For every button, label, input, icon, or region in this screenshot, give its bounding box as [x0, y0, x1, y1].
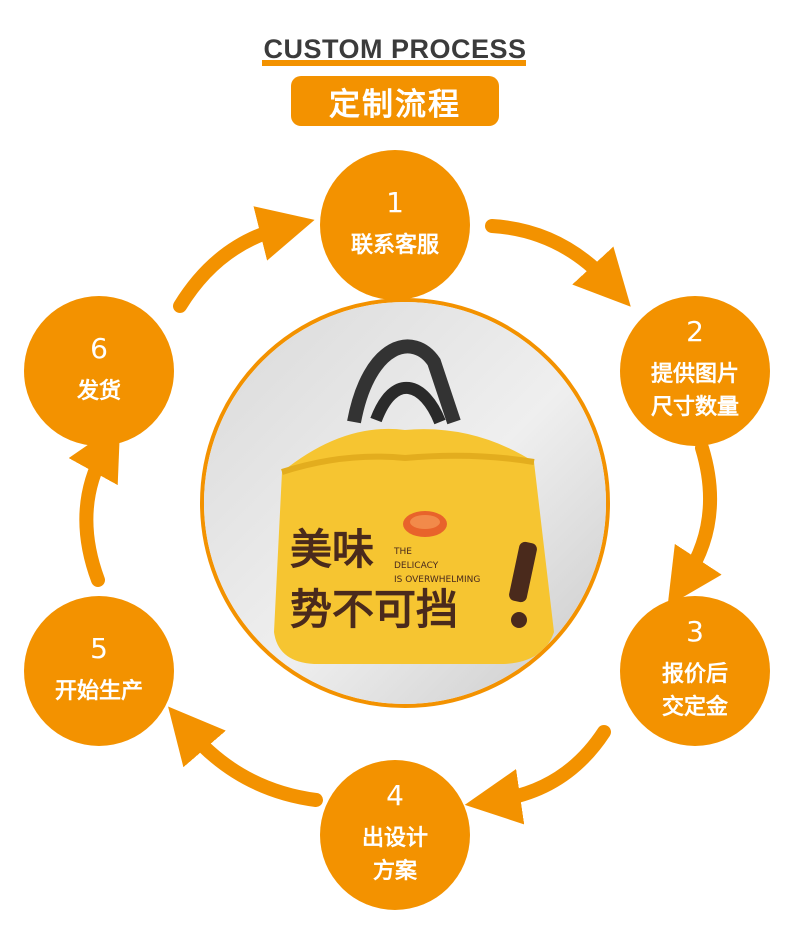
step-3: 3 报价后 交定金 — [620, 596, 770, 746]
drawstring-bag-illustration: 美味 势不可挡 THE DELICACY IS OVERWHELMING — [204, 302, 606, 704]
bag-en-line3: IS OVERWHELMING — [394, 575, 480, 585]
step-4-number: 4 — [386, 779, 404, 812]
step-5: 5 开始生产 — [24, 596, 174, 746]
step-2-label: 提供图片 尺寸数量 — [650, 362, 739, 420]
step-1: 1 联系客服 — [320, 150, 470, 300]
step-3-label: 报价后 交定金 — [661, 662, 728, 720]
step-3-number: 3 — [686, 615, 704, 648]
arrow-2-to-3 — [667, 441, 722, 607]
step-5-label: 开始生产 — [54, 678, 143, 704]
arrow-5-to-6 — [68, 422, 121, 587]
step-5-number: 5 — [90, 631, 108, 665]
step-6-number: 6 — [90, 331, 108, 365]
arrow-1-to-2 — [485, 219, 631, 307]
arrow-3-to-4 — [464, 725, 611, 825]
step-1-number: 1 — [386, 185, 404, 219]
step-4: 4 出设计 方案 — [320, 760, 470, 910]
header-title-en: CUSTOM PROCESS — [263, 34, 527, 64]
step-2-number: 2 — [686, 315, 704, 348]
header-title-zh: 定制流程 — [291, 76, 499, 126]
arrow-6-to-1 — [173, 206, 315, 313]
product-photo: 美味 势不可挡 THE DELICACY IS OVERWHELMING — [200, 298, 610, 708]
step-4-label: 出设计 方案 — [361, 826, 428, 884]
step-6-label: 发货 — [76, 378, 121, 404]
bag-text-line1: 美味 — [290, 525, 374, 574]
bag-text-line2: 势不可挡 — [290, 585, 458, 634]
step-6: 6 发货 — [24, 296, 174, 446]
step-1-label: 联系客服 — [350, 232, 439, 258]
header-underline — [262, 60, 526, 66]
arrow-4-to-5 — [168, 706, 323, 807]
bag-en-line2: DELICACY — [394, 561, 439, 571]
step-2: 2 提供图片 尺寸数量 — [620, 296, 770, 446]
bag-en-line1: THE — [393, 547, 412, 557]
